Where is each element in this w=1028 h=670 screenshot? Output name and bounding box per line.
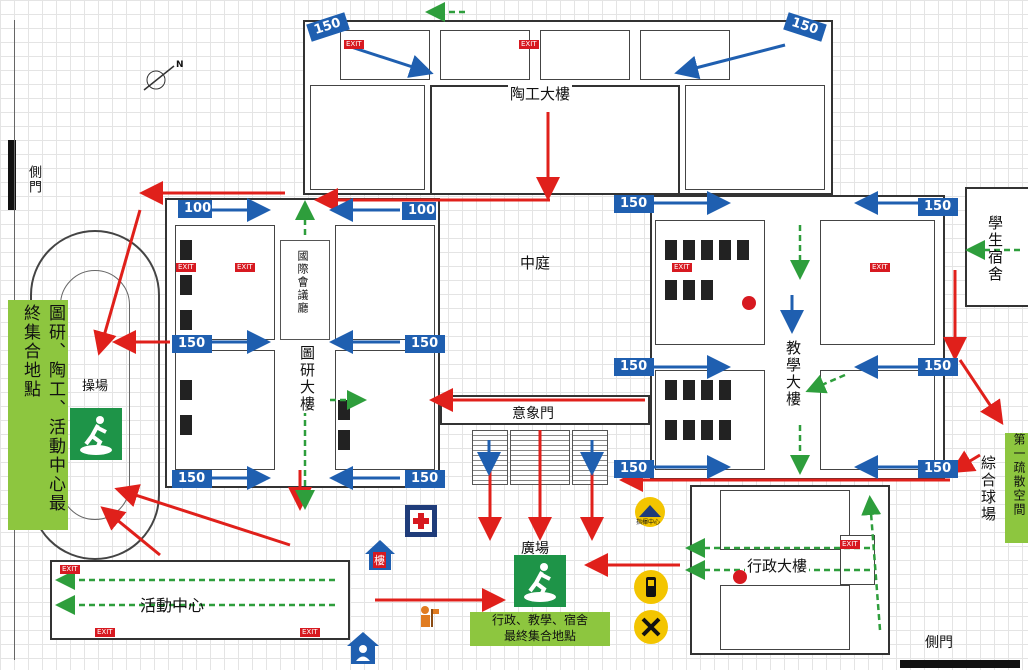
- command-center-label: 指揮中心: [636, 519, 661, 526]
- exit-marker: EXIT: [840, 540, 860, 549]
- exit-marker: EXIT: [344, 40, 364, 49]
- exit-marker: EXIT: [519, 40, 539, 49]
- first-aid-icon: [405, 505, 437, 537]
- playground-label: 操場: [82, 379, 109, 394]
- exit-marker: EXIT: [60, 565, 80, 574]
- capacity-label: 150: [172, 470, 212, 488]
- aed-icon: [733, 570, 747, 584]
- yixiang-gate-label: 意象門: [512, 406, 554, 422]
- capacity-label: 150: [918, 460, 958, 478]
- sports-field-label: 綜合球場: [979, 455, 997, 523]
- exit-marker: EXIT: [95, 628, 115, 637]
- activity-center-label: 活動中心: [140, 596, 205, 615]
- exit-marker: EXIT: [235, 263, 255, 272]
- capacity-label: 150: [405, 470, 445, 488]
- aed-icon: [742, 296, 756, 310]
- capacity-label: 150: [405, 335, 445, 353]
- evac-space-label: 第一疏散空間: [1005, 433, 1028, 543]
- side-gate-bottom-label: 側門: [925, 635, 953, 651]
- side-gate-bar: [8, 140, 16, 210]
- activity-center-building: [50, 560, 350, 640]
- assembly-point-bottom: 行政、教學、宿舍 最終集合地點: [470, 612, 610, 646]
- capacity-label: 150: [614, 358, 654, 376]
- capacity-label: 100: [402, 202, 436, 220]
- intl-hall-label: 國際會議廳: [296, 250, 309, 315]
- plaza-label: 廣場: [521, 541, 549, 557]
- capacity-label: 150: [172, 335, 212, 353]
- admin-building-label: 行政大樓: [745, 555, 810, 576]
- exit-marker: EXIT: [870, 263, 890, 272]
- command-tent-icon: [635, 497, 665, 527]
- tools-icon: [634, 610, 668, 644]
- capacity-label: 150: [918, 358, 958, 376]
- floor-marker-label: 樓: [373, 552, 386, 568]
- dorm-label: 學生宿舍: [986, 215, 1004, 283]
- side-gate-left-label: 側門: [26, 165, 41, 195]
- capacity-label: 150: [614, 460, 654, 478]
- teaching-building-label: 教學大樓: [783, 340, 804, 408]
- people-icon: [345, 630, 381, 666]
- north-label: N: [176, 60, 184, 70]
- exit-running-man-icon: [70, 408, 122, 460]
- north-arrow-icon: [140, 62, 180, 92]
- exit-marker: EXIT: [176, 263, 196, 272]
- exit-marker: EXIT: [300, 628, 320, 637]
- capacity-label: 150: [614, 195, 654, 213]
- exit-running-man-icon: [514, 555, 566, 607]
- capacity-label: 150: [918, 198, 958, 216]
- pottery-building-label: 陶工大樓: [508, 83, 573, 104]
- assembly-bottom-line2: 最終集合地點: [503, 629, 576, 643]
- capacity-label: 100: [178, 200, 212, 218]
- assembly-point-left: 圖研、陶工、活動中心最終集合地點: [8, 300, 68, 530]
- courtyard-label: 中庭: [520, 254, 551, 272]
- side-gate-bar-bottom: [900, 660, 1020, 668]
- exit-marker: EXIT: [672, 263, 692, 272]
- guide-person-icon: [415, 605, 441, 631]
- phone-icon: [634, 570, 668, 604]
- tuyan-building-label: 圖研大樓: [297, 345, 318, 413]
- assembly-bottom-line1: 行政、教學、宿舍: [491, 613, 588, 627]
- tuyan-center-hall: [280, 240, 330, 340]
